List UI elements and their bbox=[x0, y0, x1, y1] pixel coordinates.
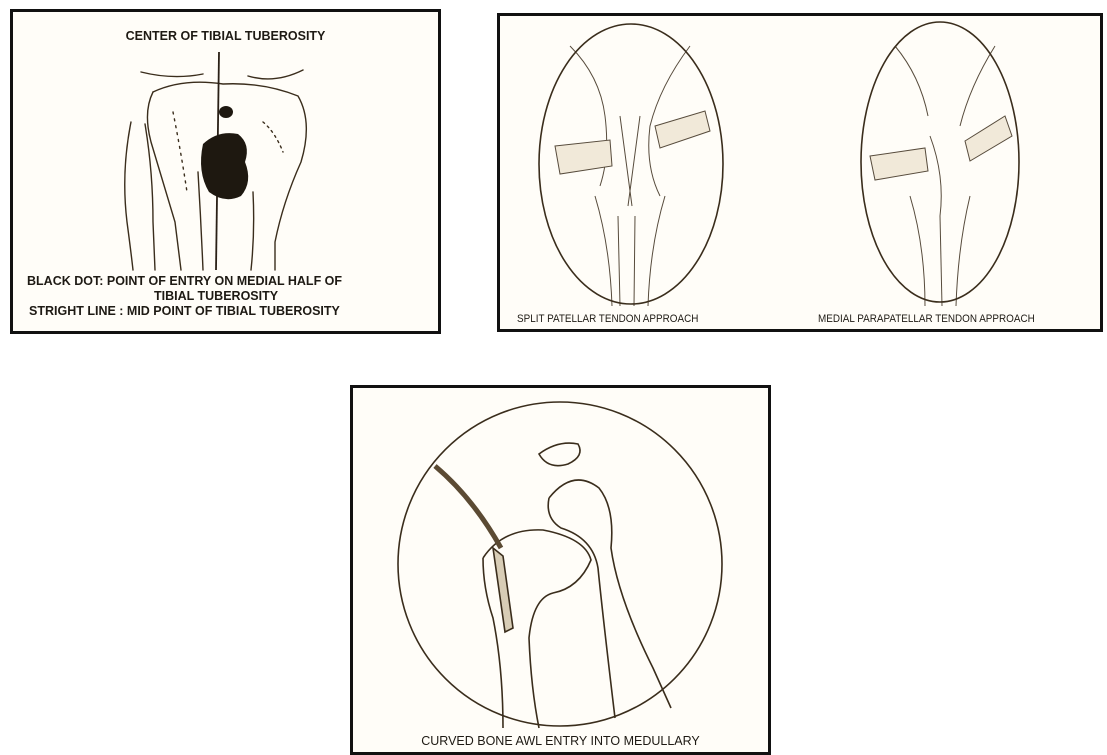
patella-shape bbox=[539, 443, 580, 466]
entry-dot bbox=[219, 106, 233, 118]
tendon-approach-panel: SPLIT PATELLAR TENDON APPROACH MEDIAL PA… bbox=[497, 13, 1103, 332]
split-approach-caption: SPLIT PATELLAR TENDON APPROACH bbox=[517, 313, 698, 325]
awl-caption: CURVED BONE AWL ENTRY INTO MEDULLARY bbox=[353, 734, 768, 748]
medial-approach-caption: MEDIAL PARAPATELLAR TENDON APPROACH bbox=[818, 313, 1035, 325]
black-dot-caption-cont: TIBIAL TUBEROSITY bbox=[154, 289, 278, 303]
tendon-drawing bbox=[500, 16, 1100, 329]
tibial-tuberosity-mark bbox=[201, 133, 248, 199]
bone-awl-drawing bbox=[353, 388, 768, 752]
curved-bone-awl bbox=[435, 466, 501, 548]
awl-view-circle bbox=[398, 402, 722, 726]
condyle-line-right bbox=[248, 70, 303, 79]
tibia-outline-left bbox=[147, 92, 181, 270]
femur-outline-left bbox=[548, 498, 615, 718]
tibia-title: CENTER OF TIBIAL TUBEROSITY bbox=[13, 29, 438, 43]
tibial-tuberosity-panel: CENTER OF TIBIAL TUBEROSITY BLACK DOT: P… bbox=[10, 9, 441, 334]
fibula-outline-right bbox=[145, 124, 155, 270]
bone-awl-panel: CURVED BONE AWL ENTRY INTO MEDULLARY bbox=[350, 385, 771, 755]
fibula-outline-left bbox=[125, 122, 133, 270]
black-dot-caption: BLACK DOT: POINT OF ENTRY ON MEDIAL HALF… bbox=[27, 274, 342, 288]
condyle-line-left bbox=[141, 72, 203, 77]
straight-line-caption: STRIGHT LINE : MID POINT OF TIBIAL TUBER… bbox=[29, 304, 340, 318]
